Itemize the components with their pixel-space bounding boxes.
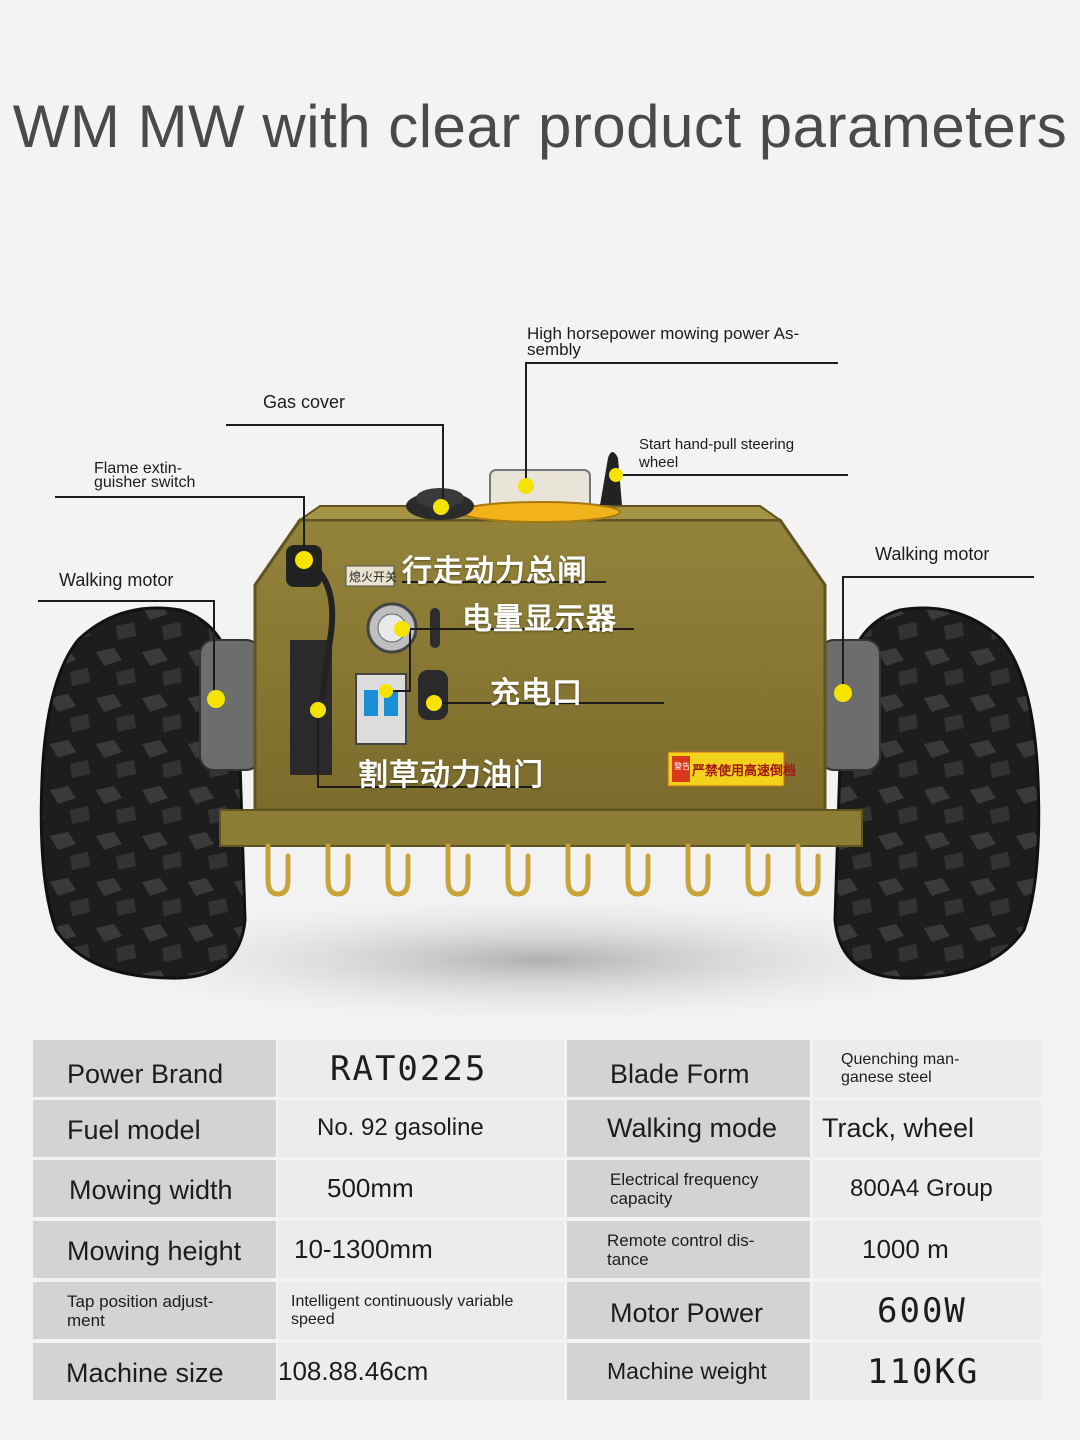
spec-label: Walking mode xyxy=(567,1100,810,1157)
spec-row: Mowing height 10-1300mm Remote control d… xyxy=(33,1221,1041,1278)
spec-label: Fuel model xyxy=(33,1100,276,1157)
spec-label: Motor Power xyxy=(567,1282,810,1339)
spec-value: 110KG xyxy=(813,1343,1041,1400)
svg-text:警告: 警告 xyxy=(674,761,690,771)
spec-label: Machine size xyxy=(33,1343,276,1400)
product-illustration: 熄火开关 警告 严禁使用高速倒档 xyxy=(38,324,1041,1030)
left-hub xyxy=(199,639,261,771)
spec-row: Mowing width 500mm Electrical frequency … xyxy=(33,1160,1041,1217)
spec-label: Remote control dis- tance xyxy=(567,1221,810,1278)
spec-label: Electrical frequency capacity xyxy=(567,1160,810,1217)
leader-lines xyxy=(38,362,1034,788)
spec-label: Power Brand xyxy=(33,1040,276,1097)
spec-value: 600W xyxy=(813,1282,1041,1339)
callout-mowing-throttle: 割草动力油门 xyxy=(358,758,544,793)
callout-battery-display: 电量显示器 xyxy=(462,602,617,637)
spec-label: Blade Form xyxy=(567,1040,810,1097)
spec-label: Machine weight xyxy=(567,1343,810,1400)
spec-value: Intelligent continuously variable speed xyxy=(278,1282,564,1339)
spec-value: 800A4 Group xyxy=(813,1160,1041,1217)
page-title: WM MW with clear product parameters xyxy=(12,93,1068,160)
spec-value: 500mm xyxy=(278,1160,564,1217)
right-hub xyxy=(819,639,881,771)
right-track xyxy=(833,606,1041,980)
mower-drawing: 熄火开关 警告 严禁使用高速倒档 xyxy=(38,362,1041,1030)
spec-value: 1000 m xyxy=(813,1221,1041,1278)
charging-port xyxy=(418,670,448,720)
callout-dots xyxy=(207,468,852,718)
spec-row: Power Brand RAT0225 Blade Form Quenching… xyxy=(33,1040,1041,1097)
callout-walking-motor-right: Walking motor xyxy=(875,544,990,564)
callout-walking-motor-left: Walking motor xyxy=(59,570,174,590)
spec-row: Fuel model No. 92 gasoline Walking mode … xyxy=(33,1100,1041,1157)
spec-value: Track, wheel xyxy=(813,1100,1041,1157)
callout-mowing-power: High horsepower mowing power As- sembly xyxy=(527,324,800,359)
spec-value: 10-1300mm xyxy=(278,1221,564,1278)
spec-value: RAT0225 xyxy=(278,1040,564,1097)
breaker-switch xyxy=(355,673,407,745)
spec-label: Tap position adjust- ment xyxy=(33,1282,276,1339)
spec-value: No. 92 gasoline xyxy=(278,1100,564,1157)
spec-value: Quenching man- ganese steel xyxy=(813,1040,1041,1097)
switch-plate-text: 熄火开关 xyxy=(349,570,397,584)
svg-text:严禁使用高速倒档: 严禁使用高速倒档 xyxy=(691,763,796,779)
spec-label: Mowing width xyxy=(33,1160,276,1217)
callout-flame-switch: Flame extin- guisher switch xyxy=(94,460,196,491)
spec-row: Tap position adjust- ment Intelligent co… xyxy=(33,1282,1041,1339)
spec-value: 108.88.46cm xyxy=(278,1343,564,1400)
spec-row: Machine size 108.88.46cm Machine weight … xyxy=(33,1343,1041,1400)
cutting-deck xyxy=(219,809,863,847)
spec-label: Mowing height xyxy=(33,1221,276,1278)
ground-shadow xyxy=(40,890,1040,1030)
deck-hooks xyxy=(265,843,821,897)
callout-charging-port: 充电口 xyxy=(490,676,583,711)
callout-gas-cover: Gas cover xyxy=(263,392,346,412)
callout-main-power-switch: 行走动力总闸 xyxy=(402,554,588,589)
callout-start-hand-pull: Start hand-pull steering wheel xyxy=(639,436,795,471)
left-track xyxy=(39,606,247,980)
